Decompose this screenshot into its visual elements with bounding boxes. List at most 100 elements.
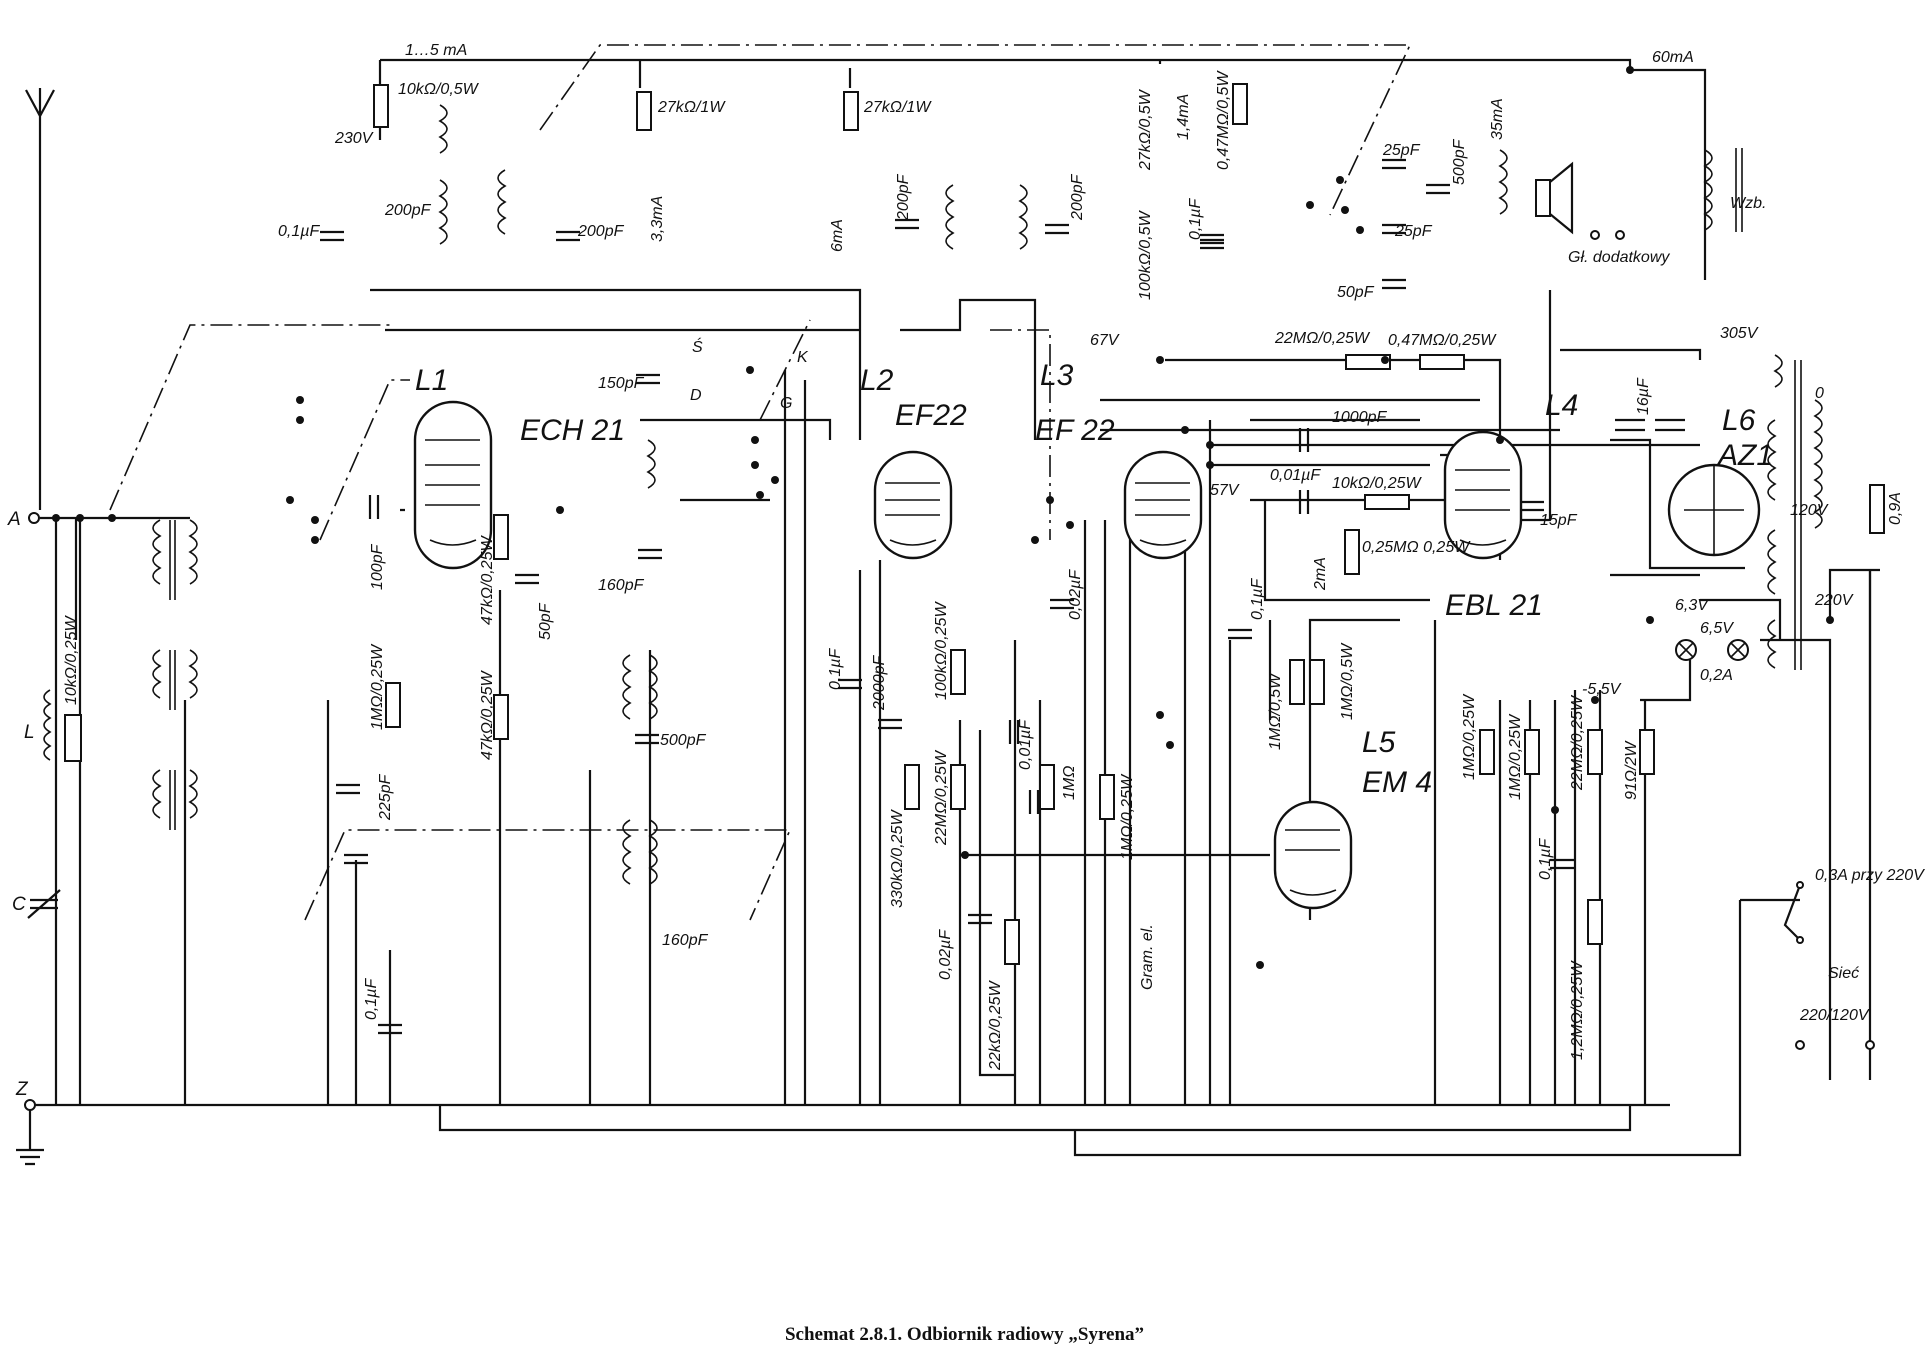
terminal-antenna-label: A xyxy=(7,509,21,530)
pilot-lamps xyxy=(1675,639,1749,661)
label-fuse-03: 0,3A przy 220V xyxy=(1815,867,1925,884)
label-current-top: 1…5 mA xyxy=(405,42,467,59)
label-r-27k-c: 27kΩ/0,5W xyxy=(1137,88,1154,171)
label-c-150: 150pF xyxy=(598,375,645,392)
tube-L1-type: ECH 21 xyxy=(520,414,625,447)
label-fuse-09: 0,9A xyxy=(1887,492,1904,525)
figure-caption: Schemat 2.8.1. Odbiornik radiowy „Syrena… xyxy=(784,1324,1145,1345)
mains-switch xyxy=(1760,881,1804,944)
label-r-27k-b: 27kΩ/1W xyxy=(863,99,932,116)
label-c-160-a: 160pF xyxy=(598,577,645,594)
label-c-01-b: 0,1µF xyxy=(363,978,380,1020)
label-c-50-b: 50pF xyxy=(1337,284,1375,301)
tube-L6-id: L6 xyxy=(1722,404,1756,437)
fuse xyxy=(1869,484,1885,534)
label-r-47k-b: 47kΩ/0,25W xyxy=(479,669,496,760)
label-v-305: 305V xyxy=(1720,325,1759,342)
tube-L5 xyxy=(1273,800,1353,910)
label-c-25-a: 25pF xyxy=(1382,142,1421,159)
label-c-15: 15pF xyxy=(1540,512,1578,529)
label-v-220: 220V xyxy=(1814,592,1854,609)
label-c-200-c: 200pF xyxy=(895,173,912,221)
schematic-labels: L1 ECH 21 L2 EF22 L3 EF 22 L4 EBL 21 L5 … xyxy=(7,42,1925,1100)
tube-L1-id: L1 xyxy=(415,364,448,397)
label-r-1m-f: 1MΩ/0,25W xyxy=(1507,713,1524,800)
tube-L2-id: L2 xyxy=(860,364,894,397)
label-i-2: 2mA xyxy=(1312,557,1329,591)
capacitor-label: C xyxy=(12,894,26,915)
switch-label-g: G xyxy=(780,395,792,412)
label-a-02: 0,2A xyxy=(1700,667,1733,684)
label-c-001-b: 0,01µF xyxy=(1270,467,1321,484)
gang-linkages xyxy=(109,44,1412,921)
label-c-200-b: 200pF xyxy=(577,223,625,240)
label-r-12m: 1,2MΩ/0,25W xyxy=(1569,960,1586,1060)
tube-L3-id: L3 xyxy=(1040,359,1074,392)
label-r-1m-c: 1MΩ/0,5W xyxy=(1267,672,1284,750)
label-v-67: 67V xyxy=(1090,332,1120,349)
label-i-6: 6mA xyxy=(829,219,846,252)
tube-L5-type: EM 4 xyxy=(1362,766,1432,799)
label-c-500-b: 500pF xyxy=(1451,138,1468,185)
label-speaker-extra: Gł. dodatkowy xyxy=(1568,249,1670,266)
tube-L1 xyxy=(413,400,493,570)
label-i-60: 60mA xyxy=(1652,49,1694,66)
tube-L6-type: AZ1 xyxy=(1716,439,1773,472)
label-r-100k-a: 100kΩ/0,25W xyxy=(933,601,950,700)
label-r-025m: 0,25MΩ 0,25W xyxy=(1362,539,1471,556)
label-zero: 0 xyxy=(1815,385,1824,402)
label-c-002-a: 0,02µF xyxy=(937,929,954,980)
tube-L4-type: EBL 21 xyxy=(1445,589,1543,622)
tube-L5-id: L5 xyxy=(1362,726,1396,759)
tube-L3-type: EF 22 xyxy=(1035,414,1115,447)
tube-L2-type: EF22 xyxy=(895,399,967,432)
label-c-200-a: 200pF xyxy=(384,202,432,219)
coil-label: L xyxy=(24,722,35,743)
label-r-47k-a: 47kΩ/0,25W xyxy=(479,534,496,625)
tube-L6 xyxy=(1667,463,1761,557)
label-r-22m-c: 22MΩ/0,25W xyxy=(1569,694,1586,791)
switch-label-s: Ś xyxy=(692,337,703,356)
label-r-047m-b: 0,47MΩ/0,25W xyxy=(1388,332,1497,349)
label-r-1m-pot: 1MΩ xyxy=(1061,766,1078,800)
label-c-01-d: 0,1µF xyxy=(1187,198,1204,240)
tube-L3 xyxy=(1123,450,1203,560)
label-c-001: 0,01µF xyxy=(1017,719,1034,770)
coils xyxy=(43,104,1823,885)
label-i-33: 3,3mA xyxy=(649,196,666,242)
label-r-1m-d: 1MΩ/0,5W xyxy=(1339,642,1356,720)
label-c-01-a: 0,1µF xyxy=(278,223,320,240)
label-c-2000: 2000pF xyxy=(871,655,888,711)
label-c-100: 100pF xyxy=(369,543,386,590)
label-c-160-b: 160pF xyxy=(662,932,709,949)
label-v-57: 57V xyxy=(1210,482,1240,499)
label-i-14: 1,4mA xyxy=(1175,94,1192,140)
label-c-002-b: 0,02µF xyxy=(1067,569,1084,620)
switch-label-d: D xyxy=(690,387,702,404)
label-mains: Sieć xyxy=(1828,965,1859,982)
label-230v: 230V xyxy=(334,130,374,147)
label-r-1m-b: 1MΩ/0,25W xyxy=(1119,773,1136,860)
tube-L2 xyxy=(873,450,953,560)
label-r-1m-a: 1MΩ/0,25W xyxy=(369,643,386,730)
resistors xyxy=(64,83,1655,965)
label-gram: Gram. el. xyxy=(1139,924,1156,990)
label-r-1m-e: 1MΩ/0,25W xyxy=(1461,693,1478,780)
label-r-10k-b: 10kΩ/0,25W xyxy=(1332,475,1423,492)
label-r-ant: 10kΩ/0,25W xyxy=(63,614,80,705)
label-c-1000: 1000pF xyxy=(1332,409,1387,426)
label-mains-v: 220/120V xyxy=(1799,1007,1870,1024)
tube-L4 xyxy=(1443,430,1523,560)
label-c-50: 50pF xyxy=(537,602,554,640)
capacitors xyxy=(27,158,1685,1035)
speaker xyxy=(1535,161,1574,235)
terminal-ground-label: Z xyxy=(15,1079,29,1100)
label-r-27k-a: 27kΩ/1W xyxy=(657,99,726,116)
label-c-225: 225pF xyxy=(377,773,394,821)
label-v-63: 6,3V xyxy=(1675,597,1709,614)
label-v-120: 120V xyxy=(1790,502,1829,519)
junction-dots xyxy=(52,66,1834,969)
label-r-047m-a: 0,47MΩ/0,5W xyxy=(1215,70,1232,170)
label-c-16: 16µF xyxy=(1635,377,1652,415)
label-c-25-b: 25pF xyxy=(1394,223,1433,240)
